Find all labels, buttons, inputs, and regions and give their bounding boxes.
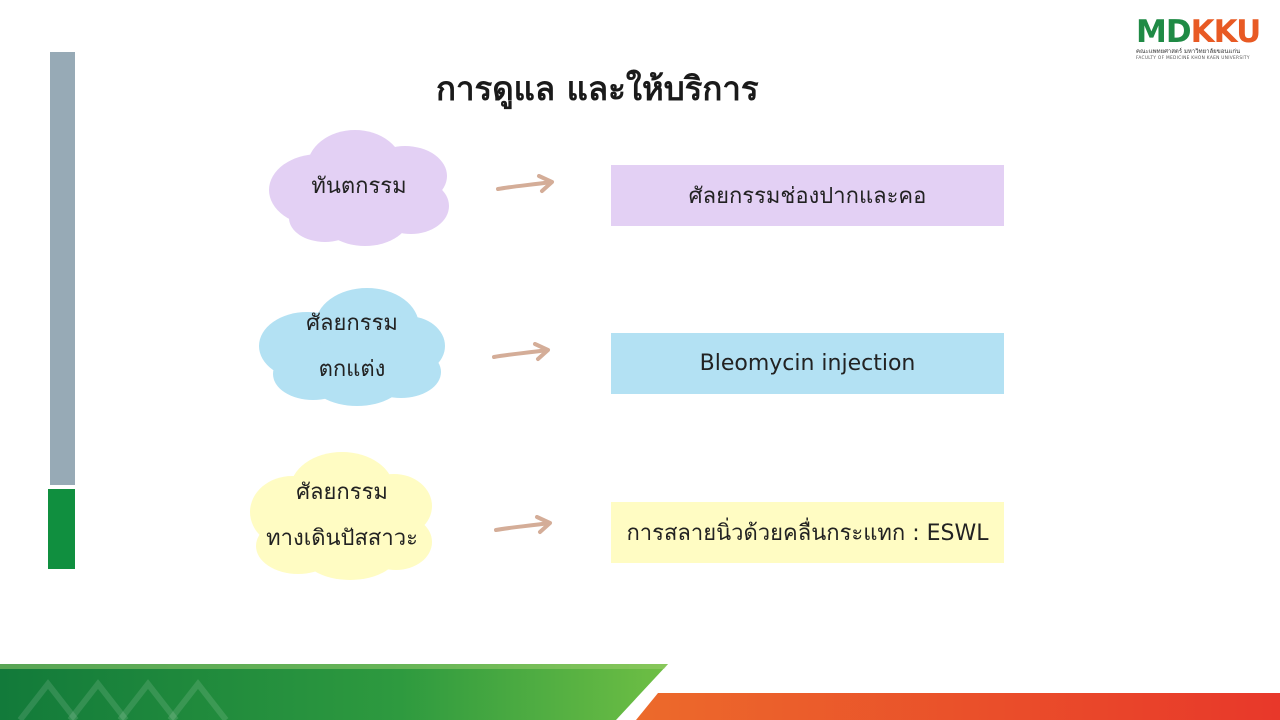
cloud-urology: ศัลยกรรม ทางเดินปัสสาวะ [246,450,438,582]
md-kku-logo: MDKKU คณะแพทยศาสตร์ มหาวิทยาลัยขอนแก่น F… [1136,14,1261,61]
sidebar-accent-green [48,489,75,569]
cloud-plastic-surgery: ศัลยกรรม ตกแต่ง [257,286,447,408]
service-box-oral-surgery: ศัลยกรรมช่องปากและคอ [611,165,1004,226]
footer-decoration [0,664,1280,720]
cloud-dentistry: ทันตกรรม [265,126,453,248]
arrow-icon [494,515,552,534]
arrow-icon [492,342,550,361]
sidebar-accent-gray [50,52,75,485]
service-box-eswl: การสลายนิ่วด้วยคลื่นกระแทก : ESWL [611,502,1004,563]
cloud-label-line: ตกแต่ง [318,357,386,382]
cloud-label-line: ทันตกรรม [311,174,407,199]
cloud-label-line: ศัลยกรรม [296,480,388,505]
cloud-label-line: ทางเดินปัสสาวะ [266,526,418,551]
page-title: การดูแล และให้บริการ [436,69,759,108]
service-box-bleomycin: Bleomycin injection [611,333,1004,394]
arrow-icon [496,174,554,193]
cloud-label-line: ศัลยกรรม [306,311,398,336]
